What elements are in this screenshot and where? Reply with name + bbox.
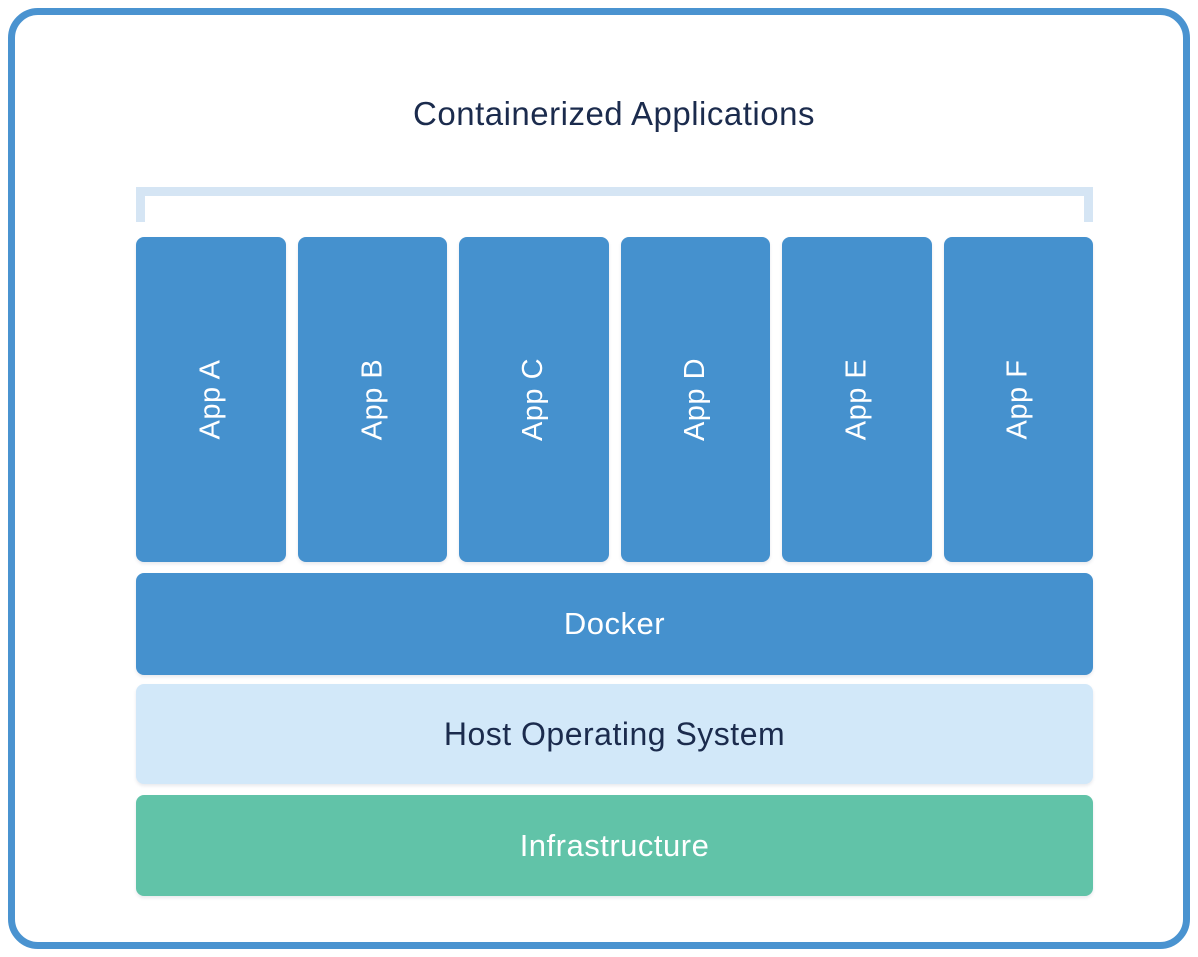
host-os-layer-label: Host Operating System <box>443 715 786 752</box>
app-column-b: App B <box>297 237 447 562</box>
infrastructure-layer-label: Infrastructure <box>519 827 710 863</box>
containers-group-bracket <box>136 187 1093 222</box>
host-os-layer: Host Operating System <box>136 684 1093 784</box>
app-column-a: App A <box>136 237 286 562</box>
app-column-f: App F <box>943 237 1093 562</box>
app-label: App E <box>840 358 873 441</box>
app-column-e: App E <box>782 237 932 562</box>
diagram-frame: Containerized Applications App A App B A… <box>8 8 1190 949</box>
app-label: App B <box>355 358 388 441</box>
app-columns-row: App A App B App C App D App E App F <box>136 237 1093 562</box>
app-label: App D <box>678 357 711 442</box>
infrastructure-layer: Infrastructure <box>136 795 1093 896</box>
app-label: App C <box>517 357 550 442</box>
app-label: App A <box>194 359 227 440</box>
diagram-title: Containerized Applications <box>413 95 815 132</box>
docker-layer: Docker <box>136 573 1093 675</box>
app-label: App F <box>1001 359 1034 440</box>
docker-layer-label: Docker <box>563 606 666 641</box>
app-column-c: App C <box>459 237 609 562</box>
app-column-d: App D <box>620 237 770 562</box>
